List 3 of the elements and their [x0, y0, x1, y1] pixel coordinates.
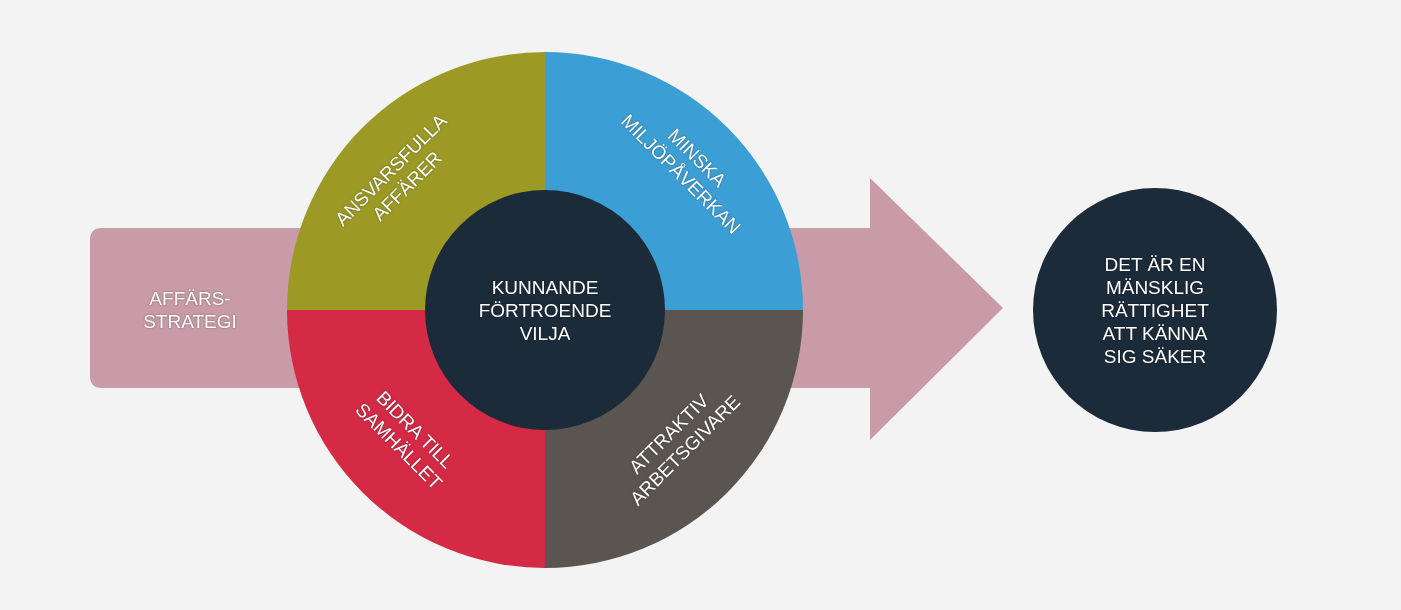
node-label: KUNNANDE FÖRTROENDE VILJA [477, 275, 613, 345]
node-label: AFFÄRS- STRATEGI [142, 287, 238, 333]
node-label: DET ÄR EN MÄNSKLIG RÄTTIGHET ATT KÄNNA SIG SÄKER [1100, 252, 1210, 368]
